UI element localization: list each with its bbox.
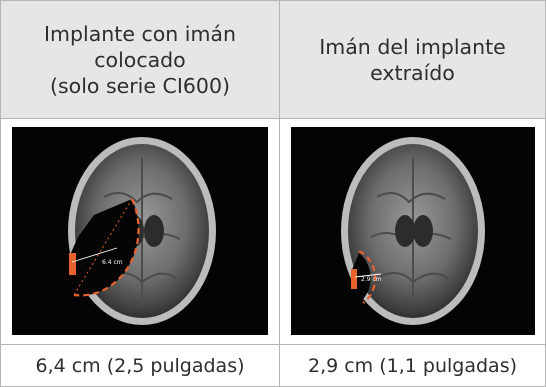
header-line: Implante con imán <box>44 21 236 46</box>
implant-marker <box>69 253 76 275</box>
header-line: extraído <box>370 60 455 85</box>
measurement-line <box>71 247 118 263</box>
header-cell-magnet-in-place: Implante con imán colocado (solo serie C… <box>1 1 279 118</box>
row-divider <box>1 344 545 345</box>
implant-marker <box>351 269 357 289</box>
caption-magnet-in-place: 6,4 cm (2,5 pulgadas) <box>35 354 245 377</box>
image-cell-magnet-in-place: 6.4 cm <box>1 119 279 344</box>
artifact-boundary-line <box>358 250 377 304</box>
column-divider <box>279 1 280 386</box>
header-cell-magnet-removed: Imán del implante extraído <box>280 1 545 118</box>
ventricle <box>144 215 164 247</box>
header-text-right: Imán del implante extraído <box>319 34 506 86</box>
mri-scan-image-magnet-removed: 2.9 cm <box>291 127 535 335</box>
measurement-line <box>354 273 382 278</box>
header-line: Imán del implante <box>319 34 506 59</box>
caption-magnet-removed: 2,9 cm (1,1 pulgadas) <box>307 354 518 377</box>
artifact-shadow <box>351 253 371 303</box>
mri-brain-scan-illustration: 6.4 cm <box>68 137 216 325</box>
row-divider <box>1 118 545 119</box>
measurement-label: 2.9 cm <box>361 276 382 283</box>
artifact-chord-line <box>73 198 133 296</box>
mri-brain-scan-illustration: 2.9 cm <box>341 137 485 325</box>
header-text-left: Implante con imán colocado (solo serie C… <box>44 21 236 99</box>
mri-scan-image-magnet-in-place: 6.4 cm <box>12 127 268 335</box>
header-line: (solo serie CI600) <box>49 73 230 98</box>
ventricle <box>395 215 415 247</box>
artifact-boundary-line <box>73 198 140 297</box>
ventricle <box>413 215 433 247</box>
measurement-label: 6.4 cm <box>102 259 123 266</box>
header-line: colocado <box>94 47 186 72</box>
image-cell-magnet-removed: 2.9 cm <box>280 119 545 344</box>
